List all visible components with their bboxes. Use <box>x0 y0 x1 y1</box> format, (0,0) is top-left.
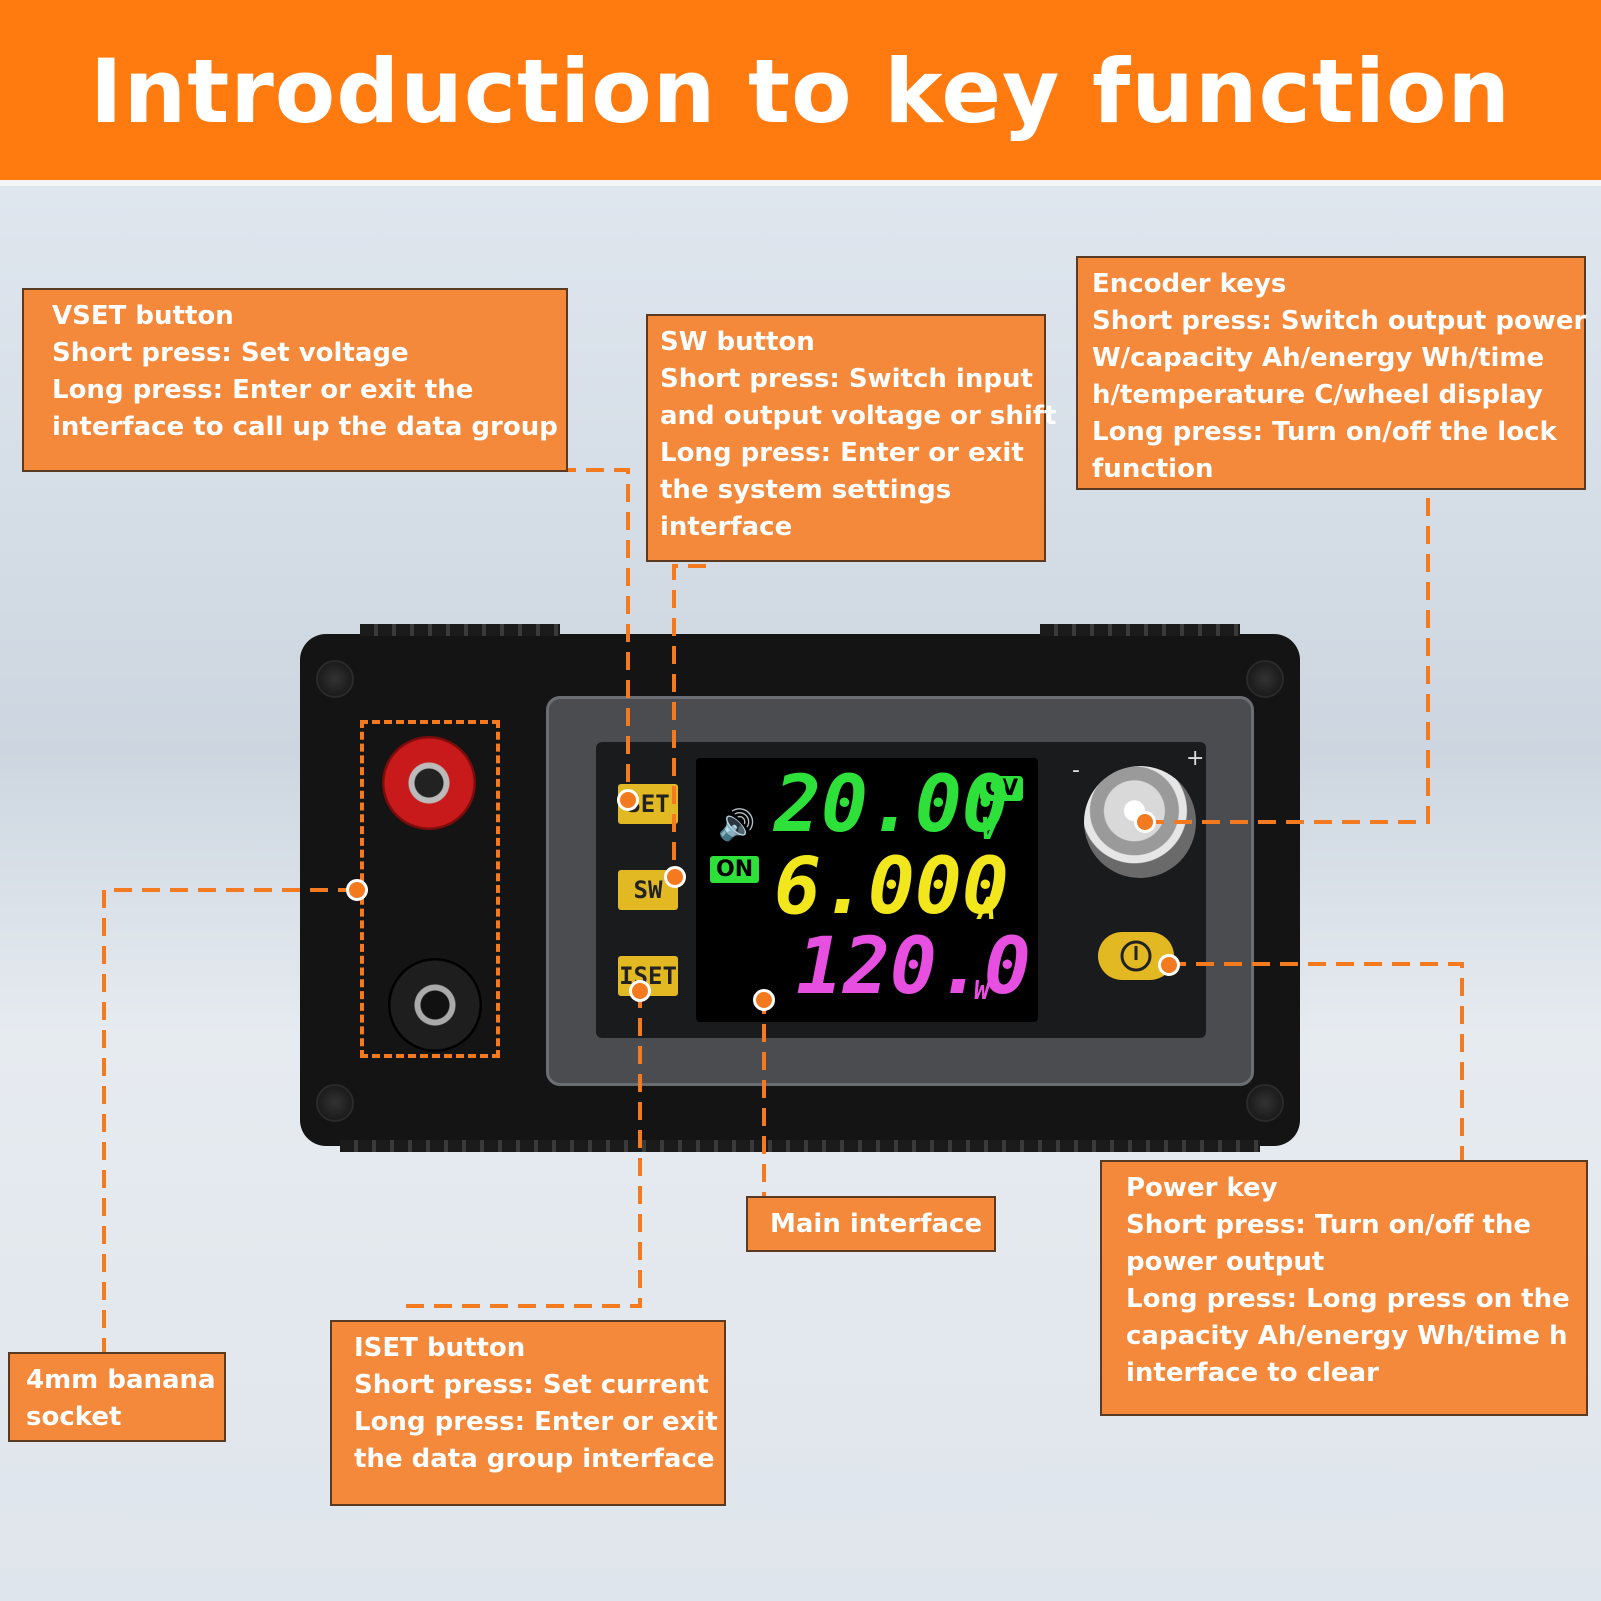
callout-line: Long press: Long press on the <box>1126 1284 1570 1314</box>
encoder-marker <box>1134 811 1156 833</box>
callout-line: the data group interface <box>354 1444 715 1474</box>
callout-line: and output voltage or shift <box>660 401 1057 431</box>
power-readout: 120.0 <box>796 922 1031 1012</box>
power-key-marker <box>1158 954 1180 976</box>
callout-title: Encoder keys <box>1092 269 1287 299</box>
current-unit: A <box>978 892 997 927</box>
callout-line: Short press: Set voltage <box>52 338 409 368</box>
heatsink-fins-bottom <box>340 1140 1260 1152</box>
page-title: Introduction to key function <box>89 40 1512 143</box>
encoder-plus-mark: + <box>1186 746 1205 771</box>
callout-title: Main interface <box>770 1209 983 1239</box>
callout-line: Short press: Switch output power <box>1092 306 1587 336</box>
callout-line: interface <box>660 512 793 542</box>
vset-marker <box>617 789 639 811</box>
callout-title: 4mm banana <box>26 1365 216 1395</box>
callout-line: Short press: Set current <box>354 1370 709 1400</box>
power-icon <box>1120 940 1152 972</box>
title-banner: Introduction to key function <box>0 0 1601 186</box>
callout-line: power output <box>1126 1247 1325 1277</box>
sw-marker <box>664 866 686 888</box>
callout-line: Long press: Enter or exit <box>660 438 1024 468</box>
voltage-readout: 20.00 <box>774 760 1009 850</box>
iset-callout: ISET button Short press: Set current Lon… <box>330 1320 726 1506</box>
callout-line: socket <box>26 1402 122 1432</box>
lcd-screen <box>696 758 1038 1022</box>
voltage-unit: V <box>980 812 999 847</box>
callout-title: ISET button <box>354 1333 526 1363</box>
callout-line: Long press: Enter or exit <box>354 1407 718 1437</box>
callout-line: the system settings <box>660 475 952 505</box>
sw-callout: SW button Short press: Switch input and … <box>646 314 1057 562</box>
screw-icon <box>316 660 354 698</box>
vset-callout: VSET button Short press: Set voltage Lon… <box>22 288 568 472</box>
callout-line: function <box>1092 454 1214 484</box>
current-readout: 6.000 <box>774 842 1009 932</box>
screw-icon <box>1246 660 1284 698</box>
callout-line: Long press: Enter or exit the <box>52 375 474 405</box>
callout-title: VSET button <box>52 301 234 331</box>
on-badge: ON <box>710 856 760 883</box>
callout-line: capacity Ah/energy Wh/time h <box>1126 1321 1568 1351</box>
main-interface-marker <box>753 989 775 1011</box>
screw-icon <box>316 1084 354 1122</box>
red-banana-socket[interactable] <box>382 736 476 830</box>
black-banana-socket[interactable] <box>388 958 482 1052</box>
speaker-icon: 🔊 <box>718 808 756 843</box>
banana-socket-marker <box>346 879 368 901</box>
callout-line: Short press: Turn on/off the <box>1126 1210 1532 1240</box>
encoder-callout: Encoder keys Short press: Switch output … <box>1076 256 1586 490</box>
callout-line: h/temperature C/wheel display <box>1092 380 1543 410</box>
callout-title: Power key <box>1126 1173 1278 1203</box>
screw-icon <box>1246 1084 1284 1122</box>
main-interface-callout: Main interface <box>746 1196 996 1252</box>
callout-line: interface to call up the data group <box>52 412 558 442</box>
callout-title: SW button <box>660 327 815 357</box>
encoder-minus-mark: - <box>1072 758 1080 783</box>
power-key-callout: Power key Short press: Turn on/off the p… <box>1100 1160 1588 1416</box>
cv-badge: CV <box>980 776 1024 801</box>
callout-line: interface to clear <box>1126 1358 1379 1388</box>
callout-line: Long press: Turn on/off the lock <box>1092 417 1557 447</box>
power-unit: W <box>974 976 990 1006</box>
heatsink-fins-top-right <box>1040 624 1240 636</box>
heatsink-fins-top-left <box>360 624 560 636</box>
banana-socket-callout: 4mm banana socket <box>8 1352 226 1442</box>
callout-line: Short press: Switch input <box>660 364 1033 394</box>
callout-line: W/capacity Ah/energy Wh/time <box>1092 343 1545 373</box>
iset-marker <box>629 980 651 1002</box>
